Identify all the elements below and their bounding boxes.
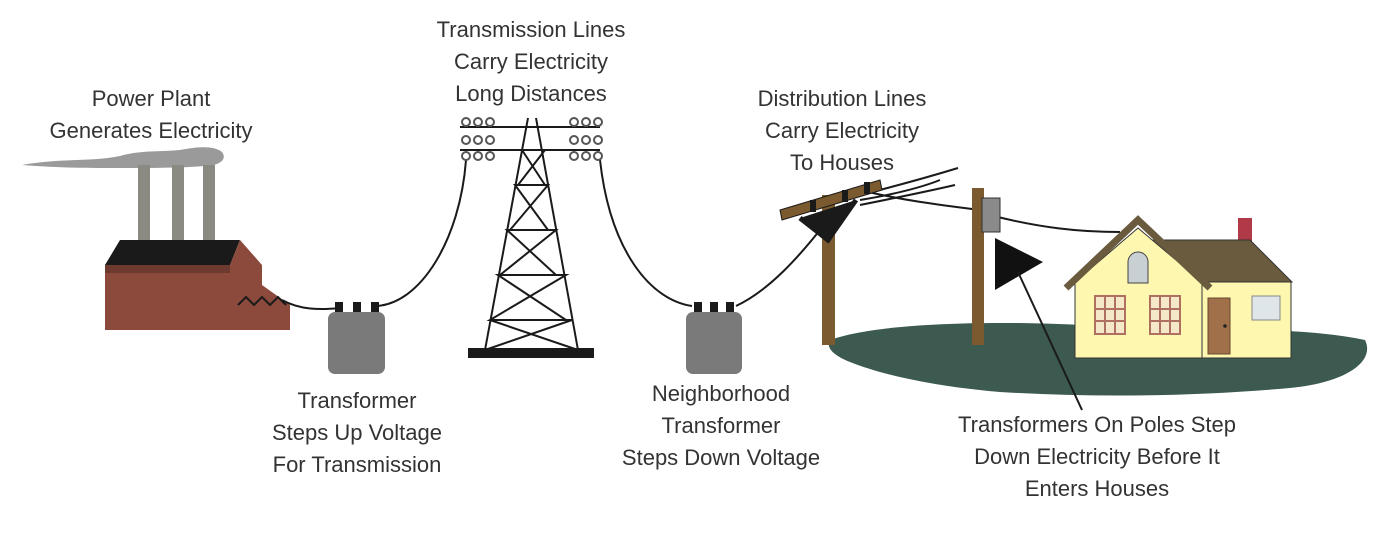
house-window-right xyxy=(1149,295,1181,335)
pole-transformers-label-line-2: Down Electricity Before It xyxy=(974,444,1220,469)
neighborhood-transformer-body xyxy=(686,312,742,374)
house-chimney xyxy=(1238,218,1252,246)
transmission-lines-label-line-1: Transmission Lines xyxy=(436,17,626,42)
transformer-terminal-1 xyxy=(335,302,343,314)
pole-transformers-label-line-3: Enters Houses xyxy=(1024,476,1170,501)
neighborhood-transformer-label-line-1: Neighborhood xyxy=(651,381,791,406)
pole-1-insulator-1 xyxy=(810,200,816,212)
distribution-lines-label-line-2: Carry Electricity xyxy=(764,118,919,143)
wire-pole-4 xyxy=(859,184,956,206)
power-plant-illustration xyxy=(22,147,290,330)
distribution-lines-label-line-3: To Houses xyxy=(790,150,894,175)
pole-transformers-label-line-1: Transformers On Poles Step xyxy=(958,412,1236,437)
neighborhood-transformer-label: Neighborhood Transformer Steps Down Volt… xyxy=(622,378,820,474)
smokestack-3 xyxy=(203,165,215,240)
transformer-body xyxy=(328,312,385,374)
pole-1-insulator-3 xyxy=(864,182,870,194)
pole-1-braces xyxy=(798,198,859,244)
neighborhood-terminal-2 xyxy=(710,302,718,314)
pole-2-shaft xyxy=(972,188,984,345)
utility-pole-1 xyxy=(779,179,883,345)
tower-insulators xyxy=(461,117,603,161)
house-side-window xyxy=(1251,295,1281,321)
step-up-transformer-label-line-3: For Transmission xyxy=(272,452,442,477)
house-door xyxy=(1207,297,1231,355)
wire-pole-3 xyxy=(859,179,941,201)
transmission-lines-label-line-2: Carry Electricity xyxy=(453,49,609,74)
distribution-lines-label-line-1: Distribution Lines xyxy=(757,86,927,111)
utility-pole-2 xyxy=(972,188,1043,345)
plant-facade-stripe xyxy=(105,265,230,273)
house-illustration xyxy=(1063,215,1294,359)
plant-sawtooth-roof xyxy=(237,295,287,307)
house-window-left xyxy=(1094,295,1126,335)
transmission-lines-label: Transmission Lines Carry Electricity Lon… xyxy=(437,14,626,110)
wire-pole-1 xyxy=(859,189,981,211)
plant-side-wing xyxy=(230,240,290,330)
wire-plant-to-transformer xyxy=(281,299,341,310)
wire-transformer-to-tower xyxy=(374,159,467,307)
step-up-transformer-label-line-1: Transformer xyxy=(297,388,417,413)
wire-pole-to-house xyxy=(989,214,1121,233)
power-wires xyxy=(281,159,1121,310)
tower-right-leg xyxy=(535,117,579,351)
tower-base xyxy=(468,348,594,358)
house-door-knob xyxy=(1223,324,1227,328)
step-up-transformer-label-line-2: Steps Up Voltage xyxy=(271,420,443,445)
pole-transformer-pointer xyxy=(1017,271,1083,411)
tower-left-leg xyxy=(484,117,529,351)
neighborhood-terminal-3 xyxy=(726,302,734,314)
transformer-terminal-2 xyxy=(353,302,361,314)
transmission-lines-label-line-3: Long Distances xyxy=(455,81,607,106)
power-plant-label: Power Plant Generates Electricity xyxy=(50,83,253,147)
smokestack-1 xyxy=(138,165,150,240)
neighborhood-transformer-illustration xyxy=(686,302,742,374)
tower-lattice xyxy=(484,149,579,351)
step-up-transformer-label: Transformer Steps Up Voltage For Transmi… xyxy=(272,385,442,481)
neighborhood-transformer-label-line-3: Steps Down Voltage xyxy=(621,445,821,470)
transformer-terminal-3 xyxy=(371,302,379,314)
pole-transformers-label: Transformers On Poles Step Down Electric… xyxy=(958,409,1236,505)
power-plant-label-line-1: Power Plant xyxy=(91,86,211,111)
pole-1-insulator-2 xyxy=(842,190,848,202)
distribution-lines-label: Distribution Lines Carry Electricity To … xyxy=(758,83,927,179)
pole-2-meter-box xyxy=(981,197,1001,233)
smoke-plume xyxy=(22,147,224,168)
neighborhood-transformer-label-line-2: Transformer xyxy=(661,413,781,438)
wire-neighborhood-to-pole xyxy=(735,229,821,307)
neighborhood-terminal-1 xyxy=(694,302,702,314)
plant-building xyxy=(105,265,230,330)
smokestack-2 xyxy=(172,165,184,240)
step-up-transformer-illustration xyxy=(328,302,385,374)
transmission-tower-illustration xyxy=(460,117,603,358)
house-gable-roof xyxy=(1063,215,1213,291)
house-attic-window xyxy=(1127,251,1149,284)
pole-transformer-triangle xyxy=(995,238,1043,290)
power-plant-label-line-2: Generates Electricity xyxy=(49,118,253,143)
plant-roof xyxy=(105,240,240,265)
wire-tower-to-neighborhood xyxy=(599,159,693,307)
